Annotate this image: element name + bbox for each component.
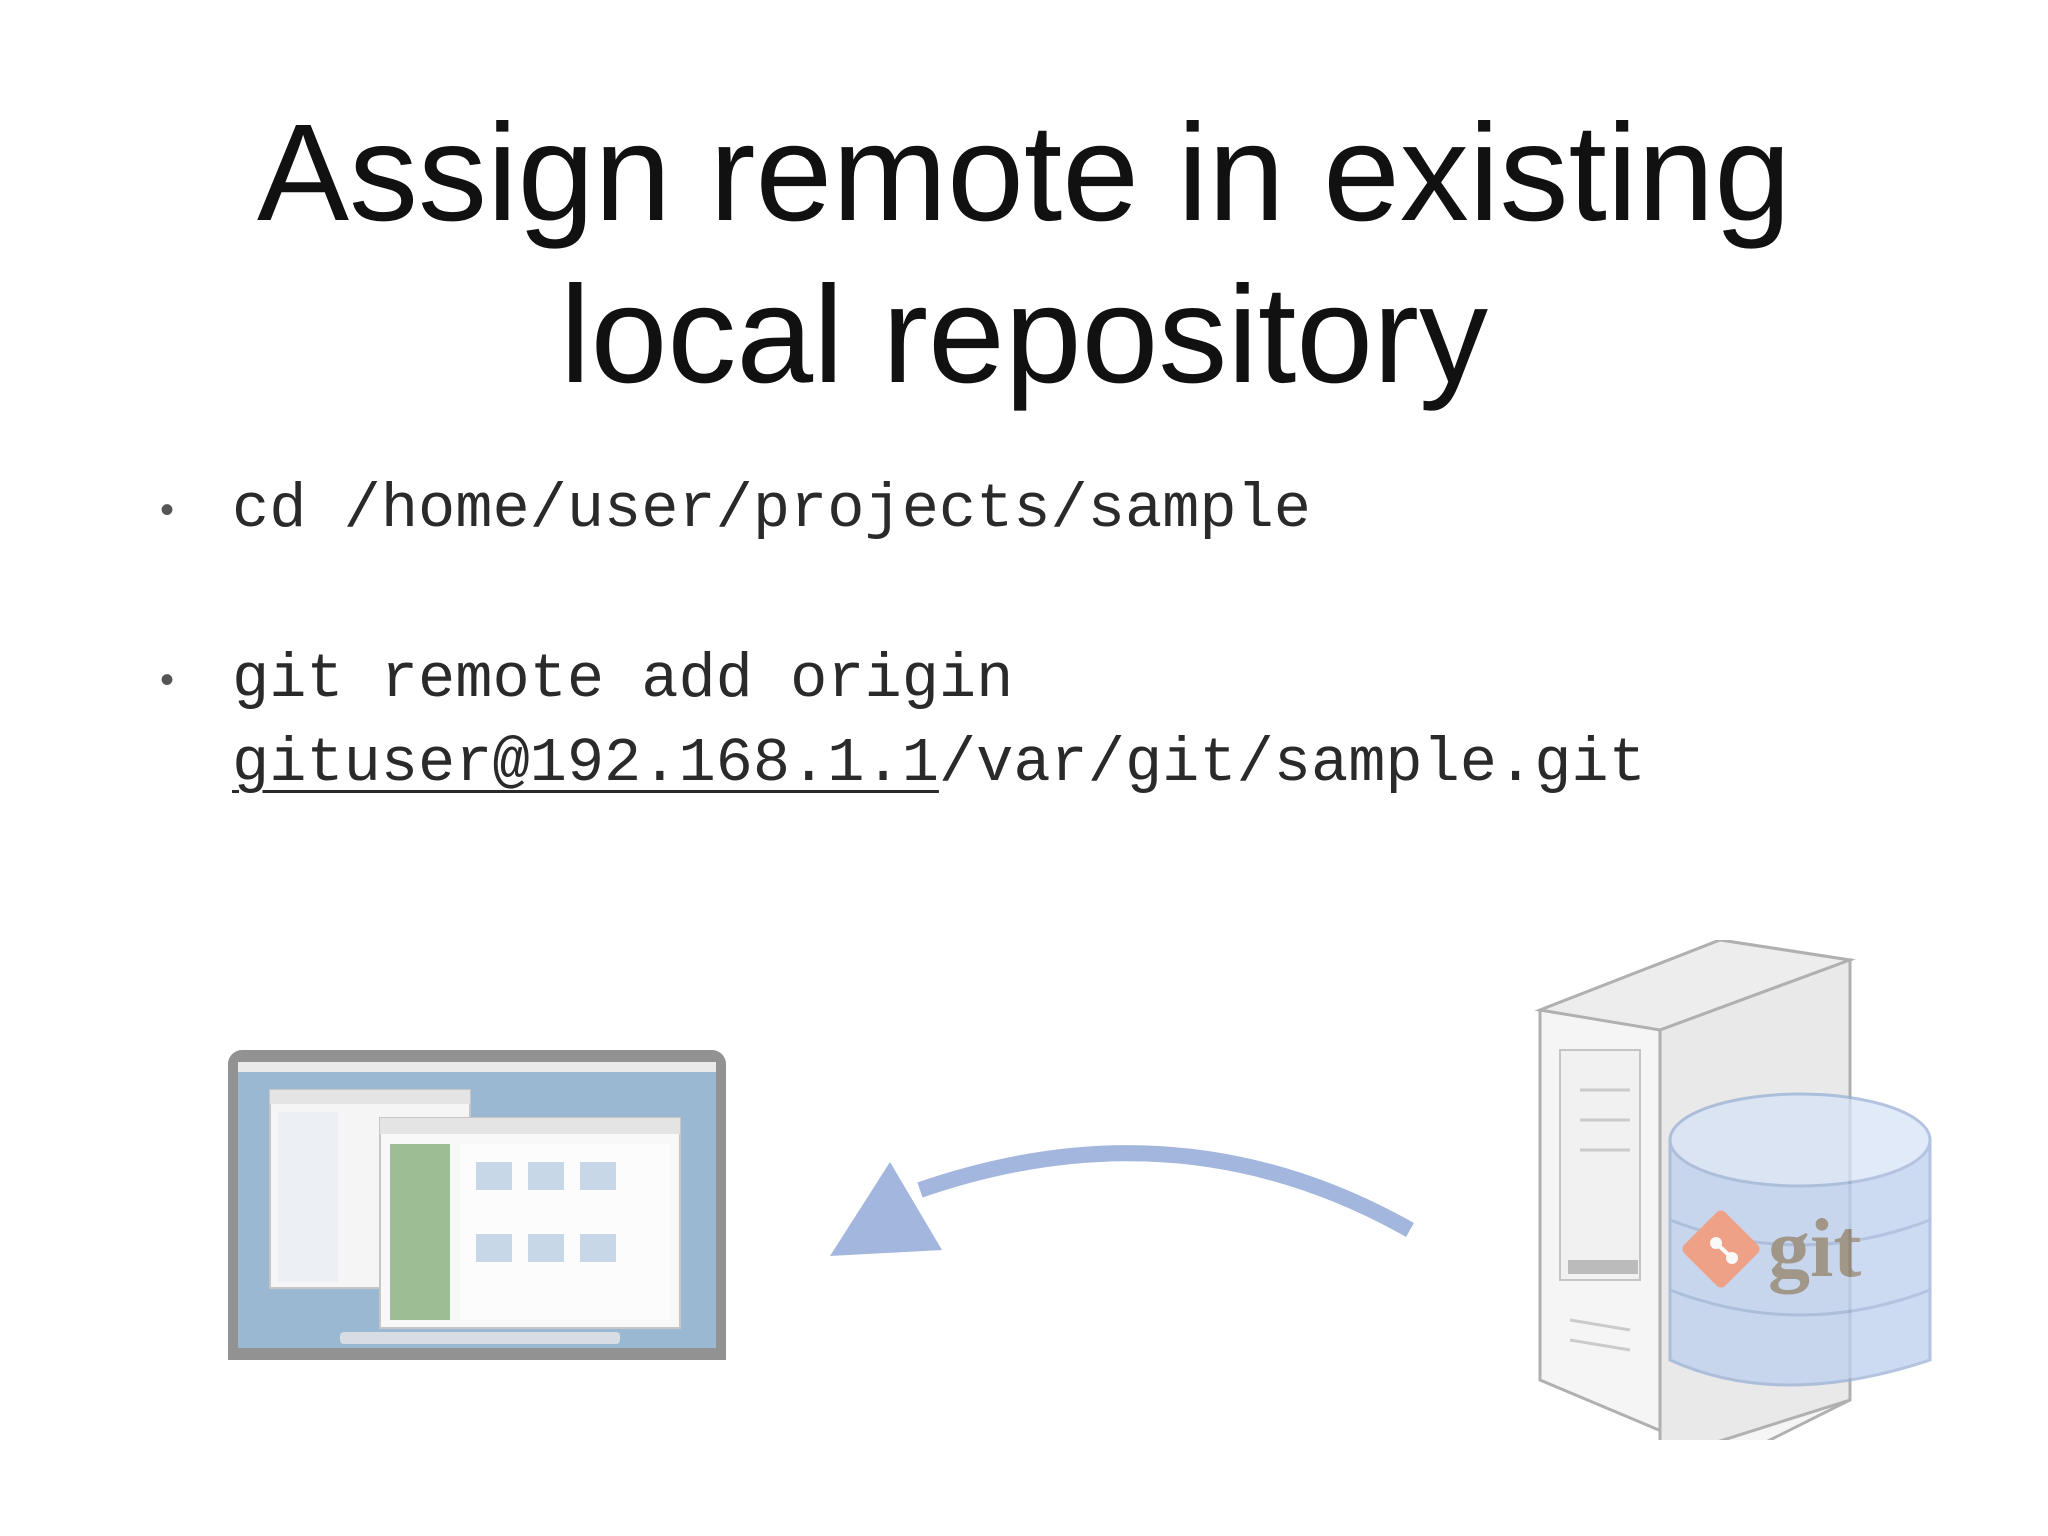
slide-title: Assign remote in existing local reposito…: [0, 92, 2048, 416]
database-icon: git: [1668, 1092, 1932, 1387]
cd-command: cd /home/user/projects/sample: [232, 474, 1311, 545]
bullet-dot-icon: •: [160, 488, 175, 532]
remote-url-path: /var/git/sample.git: [938, 728, 1646, 799]
curved-arrow-icon: [830, 1145, 1414, 1256]
remote-url: gituser@192.168.1.1/var/git/sample.git: [232, 722, 2020, 806]
bullet-dot-icon: •: [160, 658, 175, 702]
illustration: git: [0, 940, 2048, 1520]
bullet-item-cd: • cd /home/user/projects/sample: [160, 468, 2020, 552]
command-list: • cd /home/user/projects/sample • git re…: [160, 468, 2020, 892]
git-logo-icon: git: [1682, 1202, 1861, 1295]
remote-url-link[interactable]: gituser@192.168.1.1: [232, 728, 939, 799]
laptop-icon: [228, 1050, 726, 1360]
server-icon: git: [1534, 940, 1932, 1440]
title-line-2: local repository: [559, 258, 1489, 412]
bullet-item-git-remote: • git remote add origin gituser@192.168.…: [160, 638, 2020, 806]
git-remote-command: git remote add origin: [232, 644, 1014, 715]
git-logo-text: git: [1768, 1202, 1861, 1295]
title-line-1: Assign remote in existing: [256, 96, 1792, 250]
